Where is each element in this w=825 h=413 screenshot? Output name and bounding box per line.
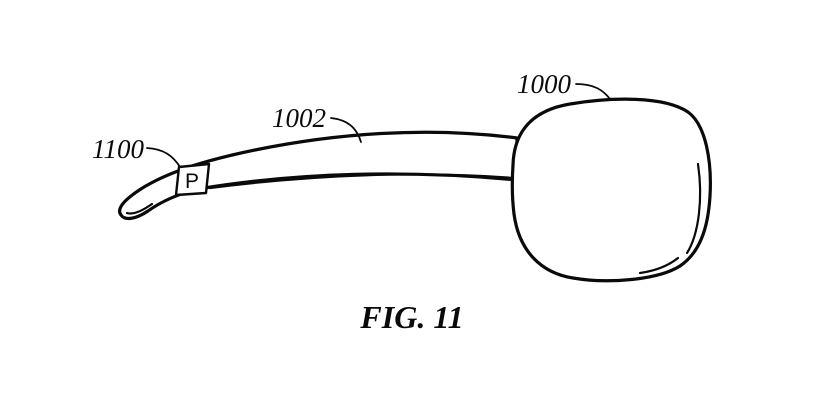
lens-outline [510, 97, 712, 283]
lens-inner-curve-right [685, 162, 702, 255]
lens-inner-curve-bottom [638, 256, 680, 275]
label-1000: 1000 [517, 69, 572, 99]
leader-line-1100 [146, 147, 181, 168]
figure-caption: FIG. 11 [359, 299, 463, 335]
temple-arm-outline [118, 130, 519, 221]
leader-line-1000 [575, 83, 611, 100]
label-1100: 1100 [92, 134, 144, 164]
leader-line-1002 [330, 117, 362, 143]
ear-tip-inner-line [125, 202, 154, 215]
p-module-label: P [185, 170, 199, 193]
label-1002: 1002 [272, 103, 326, 133]
p-module-box [174, 162, 211, 197]
temple-inner-line [208, 173, 516, 190]
